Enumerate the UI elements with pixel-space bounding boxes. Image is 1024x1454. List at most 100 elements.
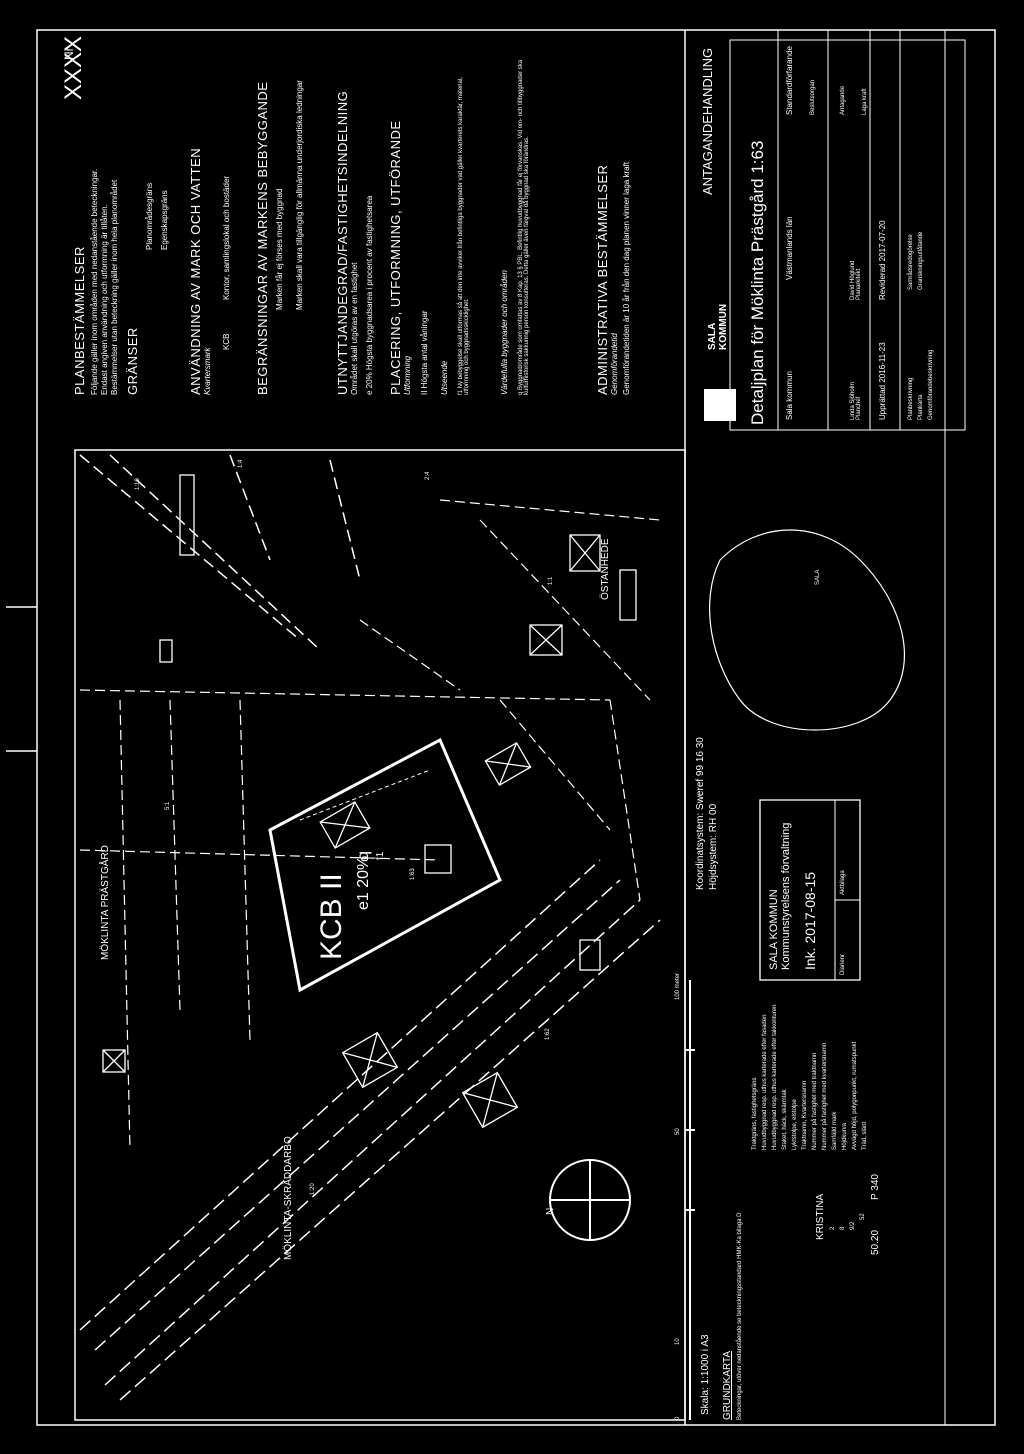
grundkarta-intro: Beteckningar, utöver nedanstående se bet…: [737, 1212, 743, 1420]
parcel-1-20: 1:20: [310, 1183, 316, 1195]
sala-logo: [704, 389, 736, 421]
parcel-1-63: 1:63: [410, 868, 416, 880]
stamp-diarienr: Diarienr: [840, 953, 846, 975]
symbol-2: 2: [830, 1226, 836, 1230]
scale-bar: [685, 980, 695, 1420]
utformning-sub: Utformning: [403, 355, 412, 395]
parcel-2-4: 2:4: [425, 471, 431, 480]
parcel-1-4: 1:4: [238, 459, 244, 468]
grundkarta-heading: GRUNDKARTA: [722, 1350, 733, 1420]
vardefulla-text: q Byggnad/område som omfattas av 8 Kap. …: [518, 59, 530, 395]
label-kcb: KCB II: [315, 873, 348, 960]
granser-planomrade: Planområdesgräns: [145, 182, 154, 250]
symbol-8: 8: [840, 1226, 846, 1230]
grundkarta-item-9: Samfälld mark: [832, 1111, 838, 1150]
grundkarta-item-4: Staket, häck, skärmtak: [782, 1089, 788, 1150]
stamp-aktbilaga: Aktbilaga: [840, 870, 846, 895]
handlaggare-left: Linda Sjöholm Planchef: [850, 381, 862, 420]
intro-line-1: Följande gäller inom områden med nedanst…: [90, 168, 99, 395]
scale-tick-50: 50: [675, 1128, 681, 1135]
begransning-2: Marken skall vara tillgänglig för allmän…: [295, 80, 304, 310]
symbol-height: 50.20: [870, 1229, 881, 1255]
anvandning-heading: ANVÄNDNING AV MARK OCH VATTEN: [188, 147, 203, 395]
grundkarta-item-5: Lyktstolpe, elstolpe: [792, 1099, 798, 1150]
label-q: q: [355, 851, 372, 860]
scale-tick-10: 10: [675, 1338, 681, 1345]
utseende-text: f1 Ny bebyggelse skall utformas så att d…: [458, 77, 470, 395]
utnyttjande-heading: UTNYTTJANDEGRAD/FASTIGHETSINDELNING: [335, 90, 350, 395]
table-laga-kraft: Laga kraft: [862, 88, 868, 115]
received-stamp: [759, 799, 861, 981]
utformning-text: II Högsta antal våningar: [420, 310, 429, 396]
utnyttjande-2: e 20% Högsta byggnadsarea i procent av f…: [365, 195, 374, 395]
symbol-52: 52: [860, 1213, 866, 1220]
parcel-1-10: 1:10: [135, 478, 141, 490]
label-e20: e1 20%: [355, 855, 372, 910]
checklist-1: Planbeskrivning: [908, 377, 914, 420]
skala: Skala: 1:1000 i A3: [700, 1334, 711, 1415]
grundkarta-item-11: Avvägd höjd, polygonpunkt, rumatspunkt: [852, 1041, 858, 1150]
genomforande-text: Genomförandetiden är 10 år från den dag …: [622, 161, 631, 395]
north-arrow: [549, 1159, 631, 1241]
road-upper: [79, 454, 361, 651]
checklist-5: Granskningsutlåtande: [918, 231, 924, 290]
vardefulla-sub: Värdefulla byggnader och områden: [500, 270, 509, 395]
grundkarta-item-2: Huvudbyggnad resp. uthus karterade efter…: [762, 1014, 768, 1150]
symbol-p340: P 340: [870, 1174, 881, 1200]
parcel-1-62: 1:62: [545, 1028, 551, 1040]
anvandning-sub: Kvartersmark: [203, 347, 212, 395]
scale-tick-100: 100 meter: [675, 972, 681, 1000]
stamp-ink: Ink. 2017-08-15: [802, 871, 818, 970]
plan-area-boundary: [268, 737, 502, 993]
grundkarta-item-12: Träd, slänt: [862, 1121, 868, 1150]
grundkarta-item-8: Nummer på fastighet med kvartersnamn: [822, 1042, 828, 1150]
label-moklinta-skraddarbo: MÖKLINTA-SKRÄDDARBO: [283, 1136, 294, 1260]
status-heading: ANTAGANDEHANDLING: [700, 47, 715, 195]
label-ostanhede: ÖSTANHEDE: [600, 538, 611, 601]
parcel-1-1: 1:1: [548, 576, 554, 585]
grundkarta-item-3: Huvudbyggnad resp. uthus karterade efter…: [772, 1004, 778, 1150]
kcb-code: KCB: [222, 333, 231, 350]
hojdsystem: Höjdsystem: RH 00: [708, 803, 719, 890]
map-frame: [74, 449, 686, 1421]
buildings: [102, 474, 637, 1129]
parcel-lines: [79, 499, 661, 1151]
upprattad: Upprättad 2016-11-23: [878, 342, 887, 420]
parcel-5-1: 5:1: [165, 801, 171, 810]
context-map: [709, 529, 905, 731]
begransning-heading: BEGRÄNSNINGAR AV MARKENS BEBYGGANDE: [255, 81, 270, 395]
intro-line-3: Bestämmelser utan beteckning gäller inom…: [110, 179, 119, 395]
planbestammelser-heading: PLANBESTÄMMELSER: [72, 246, 87, 395]
plan-title: Detaljplan för Möklinta Prästgård 1:63: [748, 140, 767, 425]
utseende-sub: Utseende: [440, 360, 449, 395]
table-beslutsorgan: Beslutsorgan: [810, 79, 816, 115]
grundkarta-item-10: Höjdkurva: [842, 1122, 848, 1150]
symbol-kristina: KRISTINA: [815, 1193, 826, 1240]
label-moklinta-prastgard: MÖKLINTA PRÄSTGÅRD: [100, 845, 111, 960]
sheet-frame: [36, 29, 996, 1426]
reviderad: Reviderad 2017-07-20: [878, 220, 887, 300]
logo-text: SALA KOMMUN: [707, 303, 729, 350]
scale-tick-0: 0: [675, 1416, 681, 1420]
koordinatsystem: Koordinatsystem: Sweref 99 16 30: [695, 737, 706, 890]
begransning-1: Marken får ej förses med byggnad: [275, 188, 284, 310]
granser-egenskap: Egenskapsgräns: [160, 190, 169, 250]
checklist-4: Samrådsredogörelse: [908, 234, 914, 290]
intro-line-2: Endast angiven användning och utformning…: [100, 204, 109, 395]
handlaggare-right: David Höglund Planarkitekt: [850, 260, 862, 300]
grundkarta-item-6: Traktnamn, Kvartersnamn: [802, 1080, 808, 1150]
kcb-text: Kontor, samlingslokal och bostäder: [222, 175, 231, 300]
genomforande-sub: Genomförandetid: [610, 333, 619, 395]
procedure: Standardförfarande: [785, 46, 794, 115]
checklist-2: Plankarta: [918, 394, 924, 420]
road-main: [79, 859, 661, 1401]
label-north: N: [545, 1207, 556, 1215]
checklist-3: Genomförandebeskrivning: [928, 349, 934, 420]
symbol-9-2: 9/2: [850, 1221, 856, 1230]
grundkarta-item-7: Nummer på fastighet med traktnamn: [812, 1052, 818, 1150]
placering-heading: PLACERING, UTFORMNING, UTFÖRANDE: [388, 120, 403, 395]
admin-heading: ADMINISTRATIVA BESTÄMMELSER: [595, 164, 610, 395]
context-map-town: SALA: [815, 569, 821, 585]
utnyttjande-1: Området skall utgöras av en fastighet: [350, 262, 359, 395]
municipality: Sala kommun: [785, 371, 794, 420]
